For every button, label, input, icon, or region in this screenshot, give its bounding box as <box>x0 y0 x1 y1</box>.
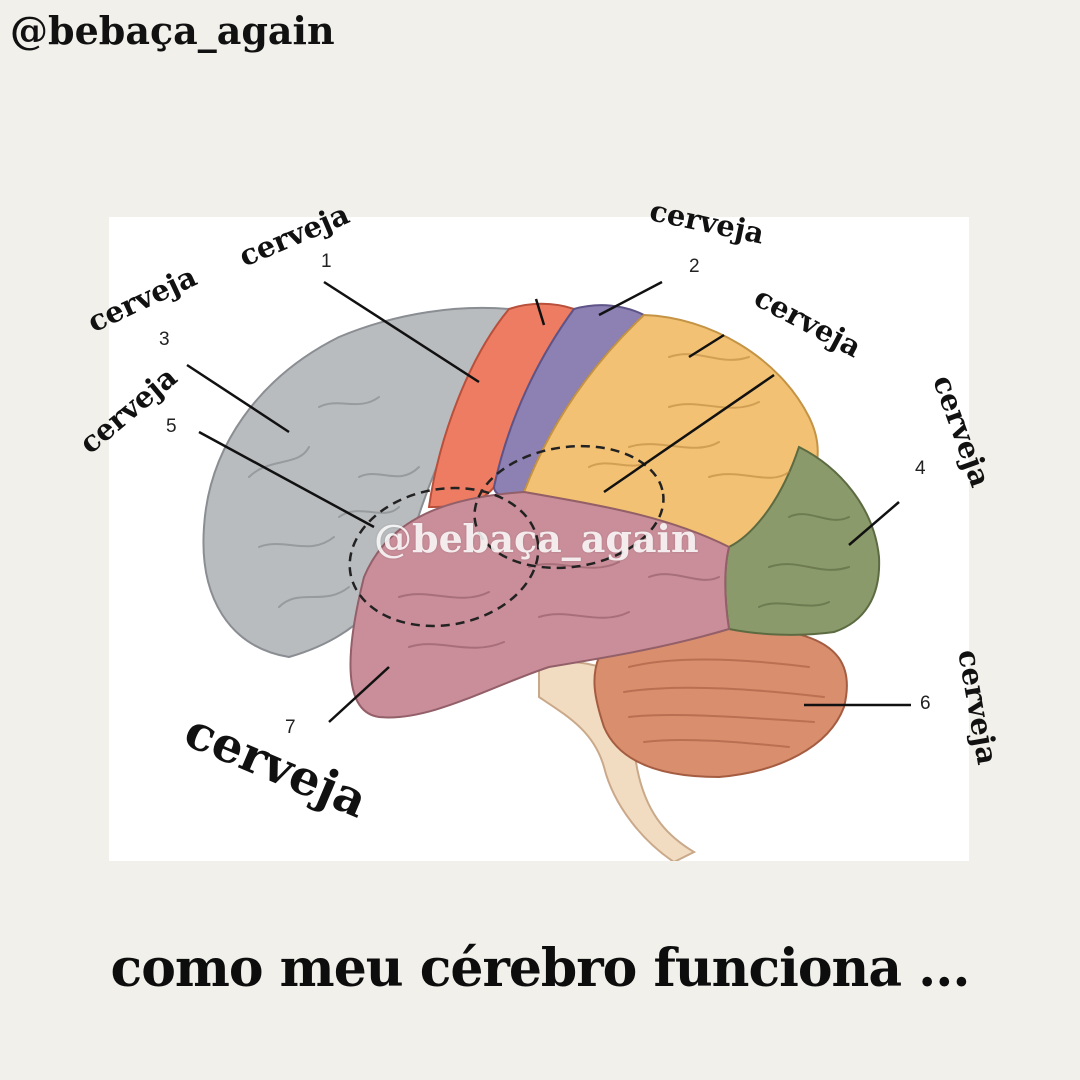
label-number-1: 1 <box>321 251 332 272</box>
watermark: @bebaça_again <box>374 516 699 561</box>
brain-diagram: 1 2 3 4 5 6 7 <box>109 217 969 861</box>
label-number-4: 4 <box>915 458 926 479</box>
label-number-3: 3 <box>159 329 170 350</box>
account-handle: @bebaça_again <box>10 8 335 53</box>
label-number-5: 5 <box>166 416 177 437</box>
label-number-7: 7 <box>285 717 296 738</box>
label-number-2: 2 <box>689 256 700 277</box>
temporal-lobe <box>349 490 731 719</box>
caption: como meu cérebro funciona ... <box>110 938 971 999</box>
label-number-6: 6 <box>920 693 931 714</box>
